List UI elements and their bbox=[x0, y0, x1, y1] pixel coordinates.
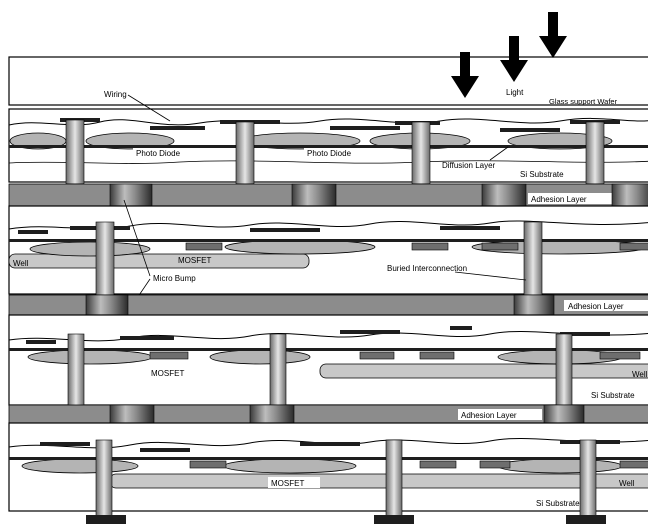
bottom-bumps bbox=[86, 515, 606, 524]
photo-diode-label-2: Photo Diode bbox=[307, 149, 352, 158]
adhesion-layer-label-1: Adhesion Layer bbox=[531, 195, 587, 204]
tier-4-logic bbox=[9, 423, 648, 524]
mosfet-label-1: MOSFET bbox=[178, 256, 211, 265]
light-label: Light bbox=[506, 88, 524, 97]
diffusion-region bbox=[30, 242, 150, 256]
glass-support-wafer-label: Glass support Wafer bbox=[549, 97, 618, 106]
diffusion-region bbox=[210, 350, 310, 364]
well-region-3 bbox=[110, 474, 648, 488]
si-substrate-label-1: Si Substrate bbox=[520, 170, 564, 179]
wiring-label: Wiring bbox=[104, 90, 127, 99]
adhesion-layer-label-2: Adhesion Layer bbox=[568, 302, 624, 311]
mosfet-label-2: MOSFET bbox=[151, 369, 184, 378]
micro-bump-label: Micro Bump bbox=[153, 274, 196, 283]
photo-diode-label-1: Photo Diode bbox=[136, 149, 181, 158]
light-arrow-icon bbox=[539, 12, 567, 58]
diffusion-region bbox=[498, 459, 622, 473]
diffusion-region bbox=[22, 459, 138, 473]
diffusion-region bbox=[224, 459, 356, 473]
well-label-2: Well bbox=[632, 370, 648, 379]
diffusion-layer-label: Diffusion Layer bbox=[442, 161, 496, 170]
adhesion-layer-label-3: Adhesion Layer bbox=[461, 411, 517, 420]
mosfet-label-3: MOSFET bbox=[271, 479, 304, 488]
tier-3-logic bbox=[9, 315, 648, 406]
well-region-1 bbox=[9, 254, 309, 268]
diffusion-region bbox=[225, 240, 375, 254]
well-label-1: Well bbox=[13, 259, 29, 268]
si-substrate-label-3: Si Substrate bbox=[536, 499, 580, 508]
well-region-2 bbox=[320, 364, 648, 378]
tier-2-logic bbox=[9, 206, 648, 296]
si-substrate-label-2: Si Substrate bbox=[591, 391, 635, 400]
well-label-3: Well bbox=[619, 479, 635, 488]
diffusion-region bbox=[28, 350, 152, 364]
